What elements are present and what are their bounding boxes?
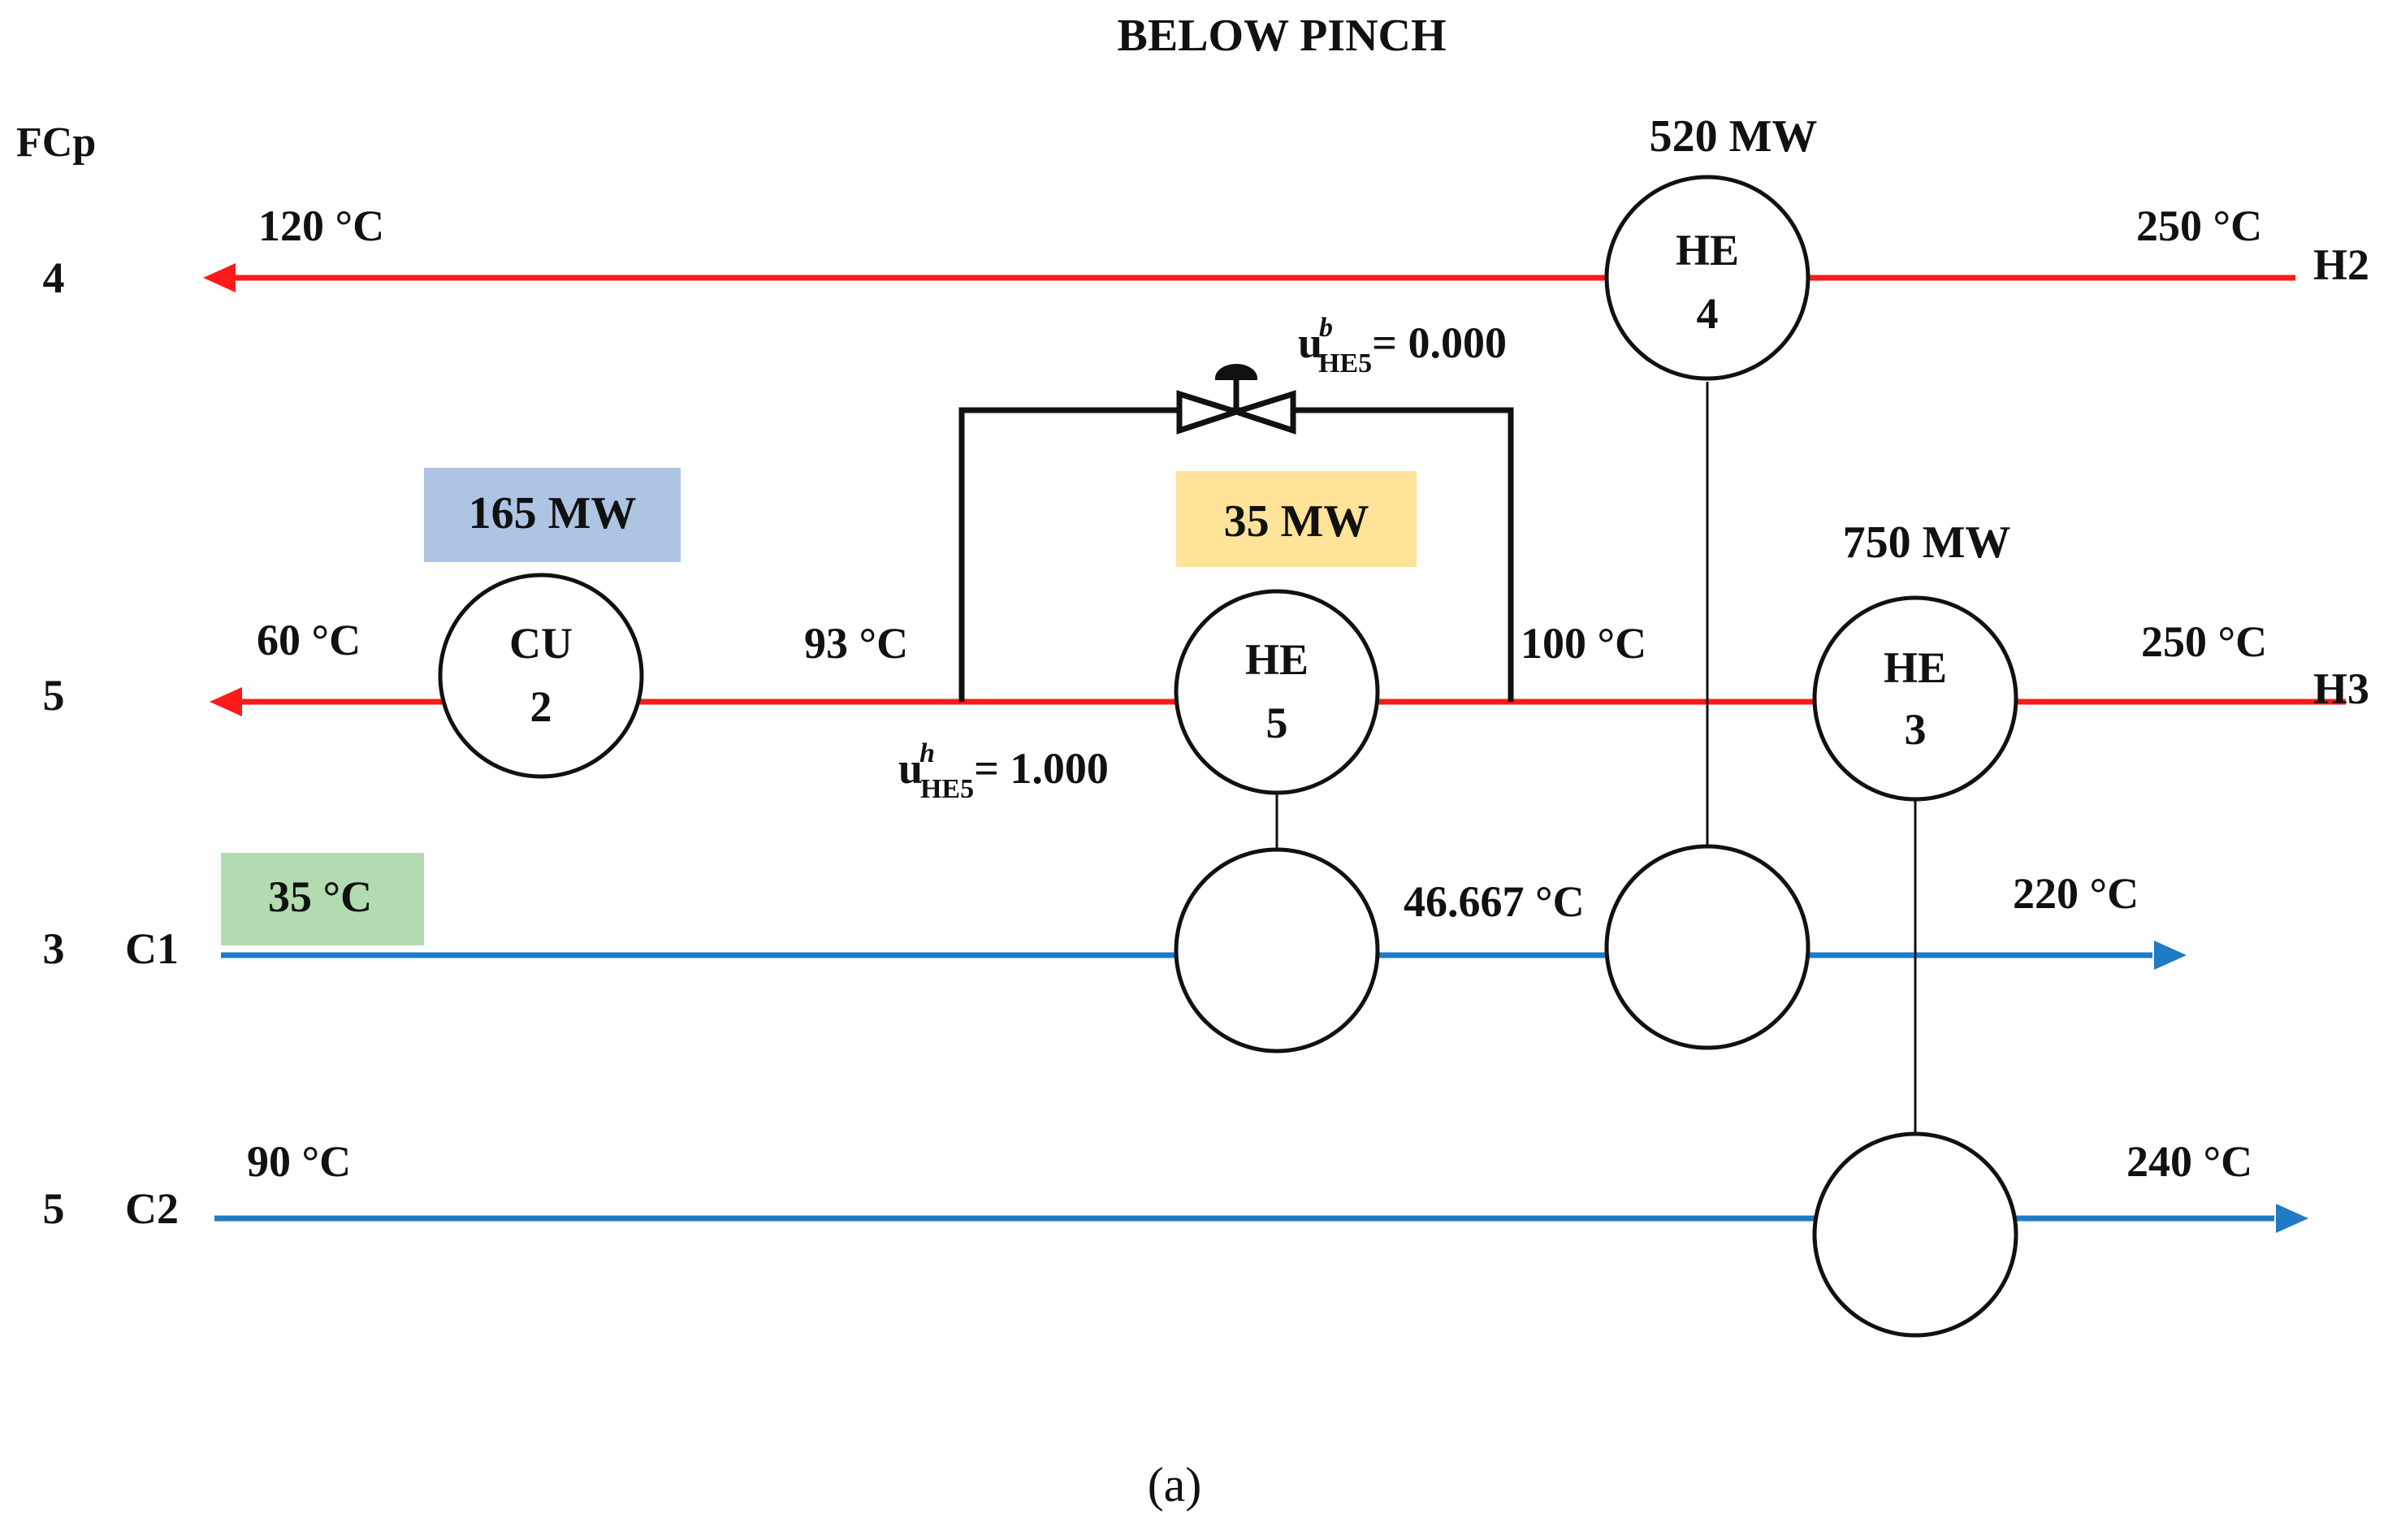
he4-duty-label: 520 MW [1650, 111, 1818, 162]
cu2-duty-label: 165 MW [469, 488, 637, 539]
fcp-c1: 3 [43, 924, 65, 973]
cu2-duty-box [424, 468, 681, 562]
h2-inlet-temp: 250 °C [2136, 201, 2262, 250]
he5-duty-label: 35 MW [1224, 496, 1369, 547]
cu2-label-line1: CU [509, 619, 573, 668]
h3-temp-after-he3: 100 °C [1521, 619, 1646, 668]
he4-circle [1604, 175, 1810, 381]
he5-circle [1174, 589, 1380, 795]
fcp-h2: 4 [43, 253, 65, 302]
he3-label-line1: HE [1884, 643, 1947, 692]
c1-inlet-box [221, 853, 424, 945]
c2-outlet-temp: 240 °C [2126, 1137, 2252, 1186]
he3-duty-label: 750 MW [1843, 517, 2011, 568]
he4-label-line2: 4 [1697, 289, 1719, 338]
cu2-label-line2: 2 [530, 682, 552, 731]
he3-circle [1812, 595, 2018, 802]
c1-outlet-temp: 220 °C [2013, 869, 2139, 918]
h3-outlet-temp: 60 °C [257, 616, 361, 664]
h3-temp-before-cu2: 93 °C [804, 619, 908, 668]
c1-inlet-temp: 35 °C [268, 872, 372, 921]
fcp-h3: 5 [43, 671, 65, 720]
he5-label-line2: 5 [1266, 699, 1288, 747]
h3-inlet-temp: 250 °C [2141, 617, 2267, 666]
diagram-title: BELOW PINCH [1117, 11, 1446, 61]
c2-inlet-temp: 90 °C [247, 1137, 351, 1186]
c1-intermediate-temp: 46.667 °C [1404, 877, 1585, 926]
fcp-c2: 5 [43, 1184, 65, 1233]
he5-duty-box [1176, 471, 1417, 567]
stream-c1-name: C1 [125, 924, 179, 973]
he3-label-line2: 3 [1905, 705, 1927, 754]
he5-label-line1: HE [1245, 635, 1309, 684]
stream-c1-arrowhead [2154, 941, 2187, 970]
h2-outlet-temp: 120 °C [258, 201, 384, 250]
he5-cold-side-circle [1174, 847, 1380, 1053]
he3-cold-side-circle [1812, 1131, 2018, 1338]
stream-c2-name: C2 [125, 1184, 179, 1233]
bypass-valve-icon [1176, 364, 1296, 435]
stream-h3-arrowhead [210, 687, 242, 716]
stream-h2-arrowhead [203, 263, 236, 292]
stream-h2-name: H2 [2313, 240, 2369, 289]
stream-c2-arrowhead [2276, 1204, 2308, 1233]
fcp-header: FCp [16, 119, 96, 166]
he4-cold-side-circle [1604, 844, 1810, 1050]
he4-label-line1: HE [1676, 226, 1739, 275]
stream-h3-name: H3 [2313, 664, 2369, 713]
cu2-circle [438, 573, 644, 779]
figure-caption: (a) [1148, 1458, 1202, 1512]
